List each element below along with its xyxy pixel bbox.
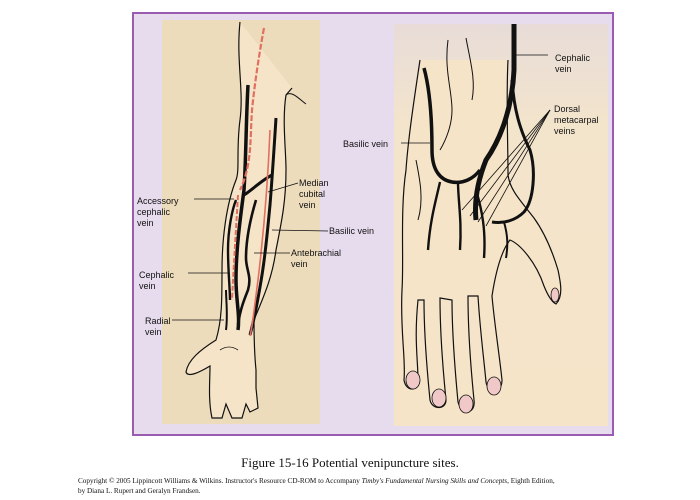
dorsal-arch xyxy=(491,79,535,224)
copyright-suffix: , Eighth Edition, xyxy=(507,477,555,485)
basilic-vein-arm xyxy=(248,117,278,336)
accessory-cephalic-vein xyxy=(226,199,238,301)
artery-lower xyxy=(231,194,239,301)
label-basilic-vein-arm: Basilic vein xyxy=(329,226,375,236)
leader-lines xyxy=(172,54,551,321)
thin-vein-3 xyxy=(415,159,422,221)
fingernail xyxy=(431,388,447,408)
label-antebrachial-vein: Antebrachial vein xyxy=(291,248,342,269)
metacarpal-vein-3 xyxy=(474,189,486,259)
thin-vein-1 xyxy=(439,39,453,151)
elbow-outline xyxy=(285,93,307,105)
label-cephalic-vein-arm: Cephalic vein xyxy=(139,270,175,291)
label-radial-vein: Radial vein xyxy=(145,316,171,337)
cephalic-vein-arm xyxy=(234,84,250,331)
median-cubital-vein xyxy=(243,173,273,197)
artery-upper xyxy=(239,27,266,191)
antebrachial-vein xyxy=(236,199,258,326)
leader-basilic-arm xyxy=(271,229,329,232)
leader-median-cubital xyxy=(267,182,299,193)
hand-outline xyxy=(401,59,562,413)
artery-ulnar xyxy=(249,129,271,337)
thin-vein-2 xyxy=(465,37,474,101)
copyright-prefix: Copyright © 2005 Lippincott Williams & W… xyxy=(78,477,362,485)
copyright-authors: by Diana L. Rupert and Geralyn Frandsen. xyxy=(78,487,201,495)
basilic-vein-hand xyxy=(422,67,482,185)
book-title: Timby's Fundamental Nursing Skills and C… xyxy=(361,477,508,485)
forearm-drawing xyxy=(185,21,307,419)
leader-dorsal-1 xyxy=(461,109,551,211)
radial-vein xyxy=(225,289,228,331)
label-median-cubital-vein: Median cubital vein xyxy=(299,178,329,210)
leader-dorsal-2 xyxy=(469,109,551,217)
thumb-crease xyxy=(219,346,239,351)
metacarpal-vein-2 xyxy=(456,181,462,251)
label-accessory-cephalic-vein: Accessory cephalic vein xyxy=(137,196,179,228)
copyright-notice: Copyright © 2005 Lippincott Williams & W… xyxy=(78,476,698,496)
label-basilic-vein-hand: Basilic vein xyxy=(343,139,389,149)
label-dorsal-metacarpal-veins: Dorsal metacarpal veins xyxy=(554,104,599,136)
fingernail xyxy=(550,287,560,303)
leader-dorsal-3 xyxy=(477,109,551,223)
metacarpal-vein-1 xyxy=(426,181,442,251)
hand-drawing xyxy=(401,24,562,414)
fingernail xyxy=(458,394,474,414)
fingernail xyxy=(405,370,421,390)
metacarpal-vein-4 xyxy=(503,221,509,259)
figure-caption: Figure 15-16 Potential venipuncture site… xyxy=(241,455,459,470)
leader-dorsal-4 xyxy=(485,109,551,227)
label-cephalic-vein-hand: Cephalic vein xyxy=(555,53,591,74)
fingernail xyxy=(486,376,502,396)
